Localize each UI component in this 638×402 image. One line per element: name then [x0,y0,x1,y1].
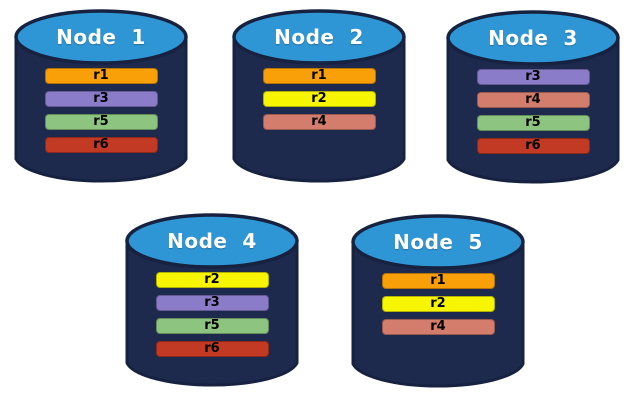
record-list: r2 r3 r5 r6 [124,272,300,357]
record-bar-r2: r2 [262,91,376,107]
record-bar-r1: r1 [44,68,158,84]
node-title: Node 5 [393,229,483,254]
record-list: r3 r4 r5 r6 [445,69,621,154]
node-title: Node 3 [488,25,578,50]
record-bar-r3: r3 [155,295,269,311]
node-cylinder: Node 2 r1 r2 r4 [231,8,407,190]
record-bar-r4: r4 [381,319,495,335]
node-cylinder: Node 4 r2 r3 r5 r6 [124,212,300,394]
record-bar-r3: r3 [44,91,158,107]
node-cylinder: Node 3 r3 r4 r5 r6 [445,9,621,191]
record-bar-r5: r5 [155,318,269,334]
cylinder-top-shape [446,10,620,66]
cylinder-top-shape [351,214,525,270]
node-cylinder: Node 1 r1 r3 r5 r6 [13,8,189,190]
cylinder-top-shape [14,9,188,65]
node-title: Node 2 [274,24,364,49]
record-bar-r1: r1 [381,273,495,289]
record-bar-r2: r2 [381,296,495,312]
record-bar-r5: r5 [44,114,158,130]
cylinder-top-shape [232,9,406,65]
record-list: r1 r2 r4 [350,273,526,335]
node-cylinder: Node 5 r1 r2 r4 [350,213,526,395]
record-bar-r4: r4 [262,114,376,130]
record-bar-r4: r4 [476,92,590,108]
record-bar-r5: r5 [476,115,590,131]
record-bar-r3: r3 [476,69,590,85]
cylinder-top-shape [125,213,299,269]
node-title: Node 4 [167,228,257,253]
record-bar-r6: r6 [476,138,590,154]
node-title: Node 1 [56,24,146,49]
record-list: r1 r3 r5 r6 [13,68,189,153]
record-bar-r6: r6 [155,341,269,357]
record-bar-r6: r6 [44,137,158,153]
record-list: r1 r2 r4 [231,68,407,130]
record-bar-r1: r1 [262,68,376,84]
record-bar-r2: r2 [155,272,269,288]
